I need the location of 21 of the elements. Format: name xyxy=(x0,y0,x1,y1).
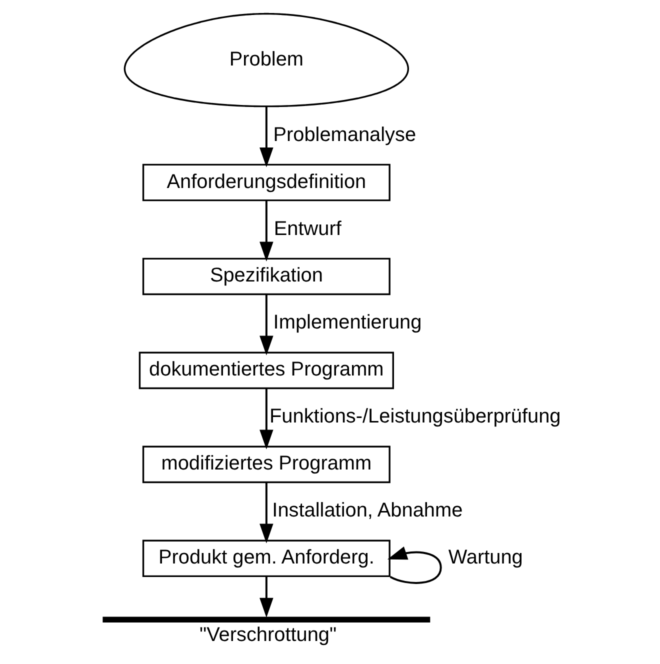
edge-label: Funktions-/Leistungsüberprüfung xyxy=(269,406,560,428)
node-box xyxy=(102,616,430,622)
node-label: "Verschrottung" xyxy=(199,624,336,646)
edge-label: Problemanalyse xyxy=(272,124,416,146)
node-box: dokumentiertes Programm xyxy=(138,352,394,390)
arrow xyxy=(259,576,273,618)
edge-label: Implementierung xyxy=(272,312,422,334)
node-box: Anforderungsdefinition xyxy=(142,164,390,202)
edge-label: Wartung xyxy=(448,546,522,569)
arrow xyxy=(259,482,273,544)
arrow xyxy=(259,200,273,262)
node-box: modifiziertes Programm xyxy=(142,446,390,484)
node-ellipse: Problem xyxy=(123,12,409,108)
arrow xyxy=(259,106,273,168)
node-box: Spezifikation xyxy=(142,258,390,296)
arrow xyxy=(386,546,442,584)
node-box: Produkt gem. Anforderg. xyxy=(142,540,390,578)
edge-label: Entwurf xyxy=(273,218,341,240)
edge-label: Installation, Abnahme xyxy=(272,500,462,522)
arrow xyxy=(259,388,273,450)
arrow xyxy=(259,294,273,356)
